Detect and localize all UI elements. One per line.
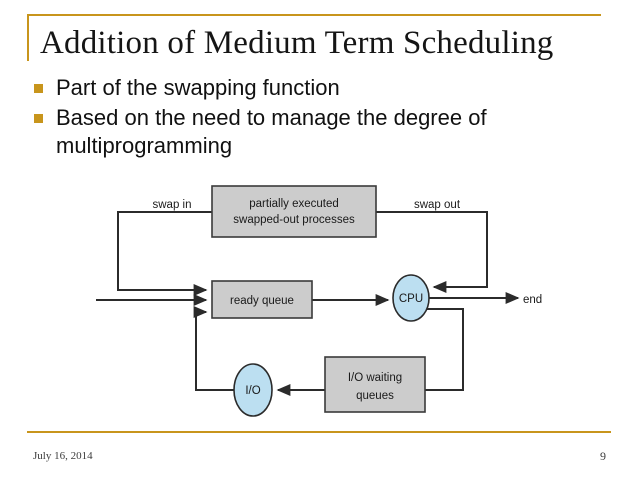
node-io-waiting-queues-label-line1: I/O waiting (348, 372, 402, 384)
bullet-text: Part of the swapping function (56, 75, 340, 100)
edge-swap-out (376, 211, 488, 293)
edge-swap-in (117, 211, 212, 296)
edge-label-end: end (523, 294, 542, 306)
node-io-waiting-queues (324, 356, 426, 413)
page-title: Addition of Medium Term Scheduling (40, 25, 554, 61)
edge-label-swap-out: swap out (414, 199, 461, 211)
node-cpu-label: CPU (399, 293, 423, 305)
edge-label-swap-in: swap in (153, 199, 192, 211)
node-io (233, 363, 273, 417)
footer-date: July 16, 2014 (33, 450, 93, 462)
footer-page-number: 9 (600, 449, 606, 463)
title-top-rule (27, 14, 601, 16)
list-item: Based on the need to manage the degree o… (34, 104, 624, 160)
bullet-list: Part of the swapping function Based on t… (34, 74, 624, 162)
square-bullet-icon (34, 114, 43, 123)
edge-io-to-ready (193, 306, 234, 391)
node-swapped-out-processes-label-line1: partially executed (249, 198, 339, 210)
node-swapped-out-processes-label-line2: swapped-out processes (233, 214, 355, 226)
footer-rule (27, 431, 611, 433)
bullet-text: Based on the need to manage the degree o… (56, 105, 487, 158)
edge-cpu-to-io-wait (425, 308, 464, 391)
node-ready-queue (211, 280, 313, 319)
title-left-rule (27, 14, 29, 61)
node-io-waiting-queues-label-line2: queues (356, 390, 394, 402)
scheduling-diagram: partially executed swapped-out processes… (0, 176, 638, 422)
square-bullet-icon (34, 84, 43, 93)
node-io-label: I/O (245, 385, 260, 397)
node-cpu (392, 274, 430, 322)
node-ready-queue-label: ready queue (230, 295, 294, 307)
list-item: Part of the swapping function (34, 74, 624, 102)
node-swapped-out-processes (211, 185, 377, 238)
